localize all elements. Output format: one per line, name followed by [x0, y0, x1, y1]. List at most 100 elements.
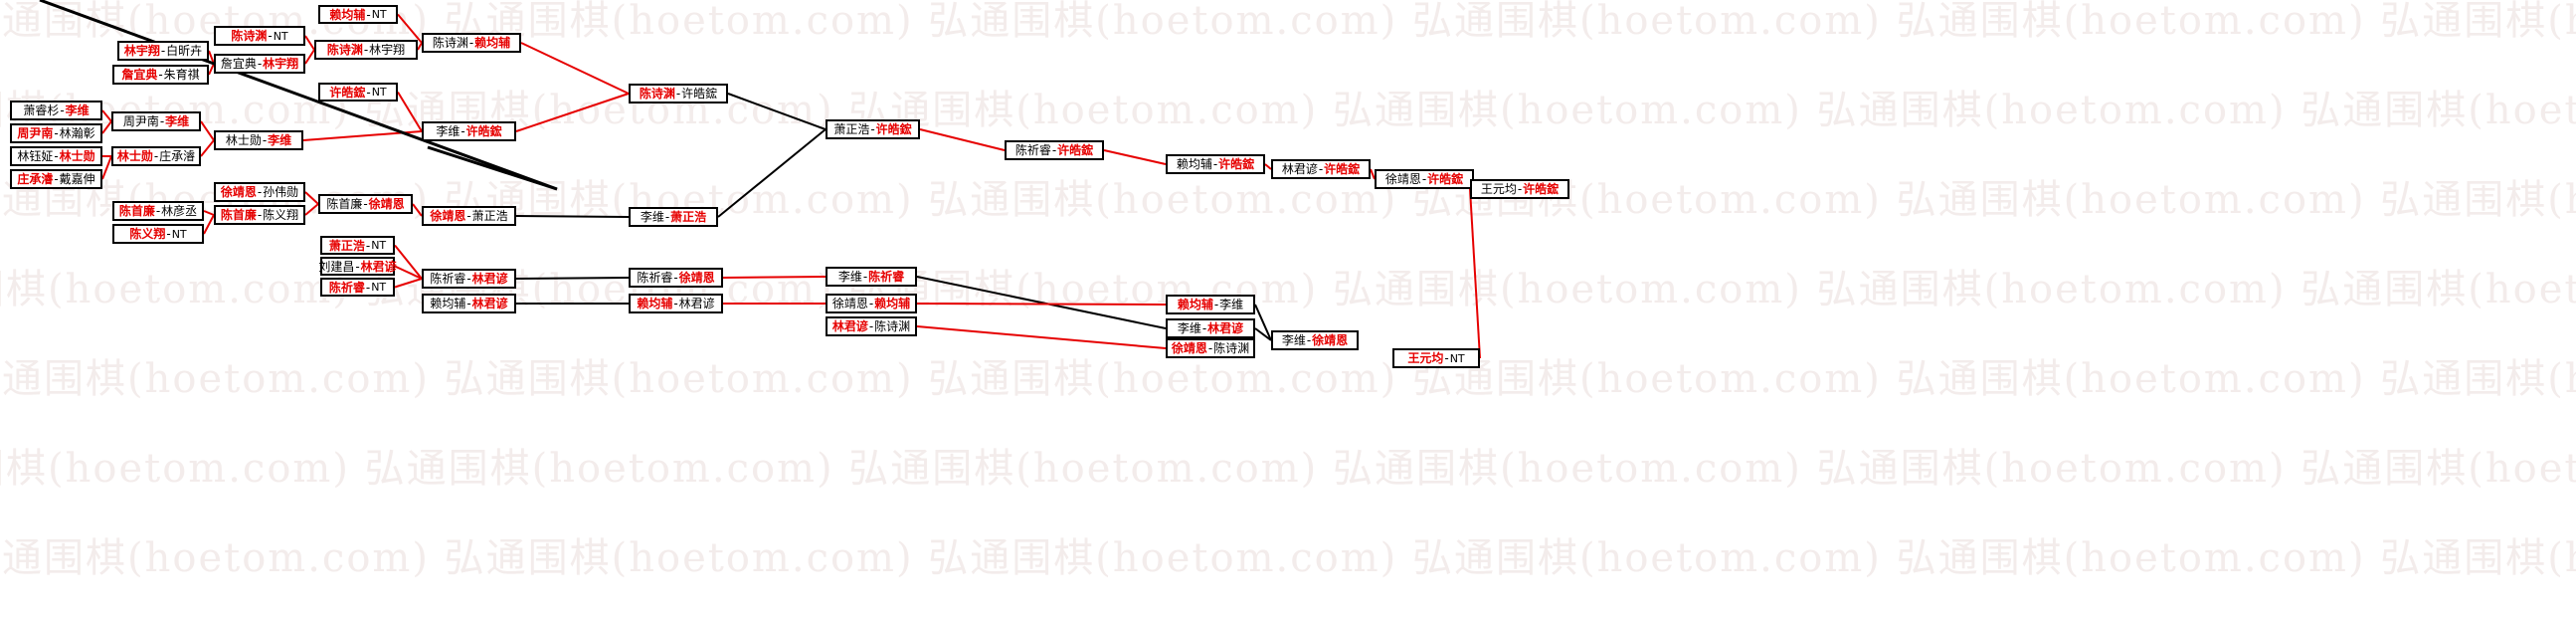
match-node[interactable]: 陈诗渊-林宇翔 [314, 40, 418, 60]
match-node[interactable]: 林君谚-许皓鋐 [1271, 159, 1371, 179]
player-left: 赖均辅 [1176, 157, 1212, 171]
connector-line [101, 155, 112, 180]
match-node[interactable]: 王元均-许皓鋐 [1470, 179, 1569, 199]
connector-line [304, 191, 319, 205]
match-node[interactable]: 陈诗渊-许皓鋐 [629, 84, 728, 103]
match-node[interactable]: 陈首廉-徐靖恩 [318, 194, 413, 214]
connector-line [394, 244, 423, 280]
player-right: 陈义翔 [263, 208, 299, 222]
player-right: 林宇翔 [263, 57, 299, 71]
player-right-bye: NT [171, 227, 187, 241]
player-right: 徐靖恩 [1312, 333, 1349, 347]
player-left: 李维 [1177, 321, 1201, 335]
match-node[interactable]: 林钰姃-林士勋 [10, 146, 102, 166]
match-node[interactable]: 林士勋-庄承濬 [111, 146, 201, 166]
match-node[interactable]: 徐靖恩-赖均辅 [826, 294, 917, 313]
match-node[interactable]: 徐靖恩-陈诗渊 [1166, 338, 1255, 358]
vs-separator: - [1421, 172, 1427, 186]
match-node[interactable]: 王元均-NT [1392, 348, 1480, 368]
match-node[interactable]: 赖均辅-NT [318, 5, 398, 24]
match-node[interactable]: 李维-许皓鋐 [422, 121, 516, 141]
player-right: 陈诗渊 [1213, 341, 1250, 355]
player-right: 林士勋 [59, 149, 95, 163]
vs-separator: - [1444, 351, 1449, 365]
connector-line [515, 215, 630, 218]
match-node[interactable]: 周尹南-李维 [111, 111, 201, 131]
player-right: 林君谚 [471, 272, 508, 286]
vs-separator: - [466, 272, 471, 286]
match-node[interactable]: 詹宜典-林宇翔 [214, 54, 305, 74]
match-node[interactable]: 陈诗渊-赖均辅 [422, 33, 521, 53]
vs-separator: - [365, 238, 371, 253]
match-node[interactable]: 萧正浩-NT [320, 236, 395, 255]
player-left: 庄承濬 [17, 172, 54, 186]
match-node[interactable]: 陈祈睿-徐靖恩 [629, 268, 723, 288]
match-node[interactable]: 陈祈睿-林君谚 [422, 269, 516, 289]
match-node[interactable]: 许皓鋐-NT [318, 83, 398, 102]
match-node[interactable]: 庄承濬-戴嘉伸 [10, 169, 102, 189]
player-right: 徐靖恩 [678, 271, 715, 285]
player-left: 陈祈睿 [328, 280, 365, 295]
player-left: 陈诗渊 [432, 36, 468, 50]
player-right: 林瀚彰 [59, 126, 95, 140]
player-left: 赖均辅 [1177, 298, 1213, 311]
player-right-bye: NT [371, 8, 387, 21]
vs-separator: - [1207, 341, 1213, 355]
player-right: 萧正浩 [471, 209, 508, 223]
player-left: 詹宜典 [121, 68, 158, 82]
match-node[interactable]: 陈首廉-林彦丞 [112, 201, 204, 221]
player-left: 林君谚 [831, 319, 868, 333]
connector-line [397, 13, 423, 44]
vs-separator: - [675, 87, 681, 101]
player-left: 萧睿杉 [23, 103, 60, 117]
match-node[interactable]: 赖均辅-林君谚 [422, 294, 516, 313]
vs-separator: - [365, 280, 371, 295]
vs-separator: - [868, 319, 874, 333]
match-node[interactable]: 徐靖恩-萧正浩 [422, 206, 516, 226]
match-node[interactable]: 林君谚-陈诗渊 [826, 316, 917, 336]
player-right: 孙伟勋 [263, 185, 299, 199]
match-node[interactable]: 李维-林君谚 [1166, 318, 1255, 338]
match-node[interactable]: 陈诗渊-NT [214, 26, 305, 46]
match-node[interactable]: 陈义翔-NT [112, 224, 204, 244]
vs-separator: - [1213, 298, 1219, 311]
player-left: 林士勋 [116, 149, 153, 163]
vs-separator: - [1517, 182, 1523, 196]
match-node[interactable]: 李维-萧正浩 [629, 207, 718, 227]
match-node[interactable]: 李维-陈祈睿 [826, 267, 917, 287]
match-node[interactable]: 萧睿杉-李维 [10, 101, 102, 120]
match-node[interactable]: 陈祈睿-许皓鋐 [1005, 140, 1104, 160]
match-node[interactable]: 赖均辅-林君谚 [629, 294, 723, 313]
player-left: 陈诗渊 [326, 43, 363, 57]
match-node[interactable]: 李维-徐靖恩 [1271, 330, 1359, 350]
vs-separator: - [1306, 333, 1312, 347]
match-node[interactable]: 萧正浩-许皓鋐 [826, 119, 920, 139]
match-node[interactable]: 林士勋-李维 [214, 130, 303, 150]
player-left: 陈首廉 [326, 197, 363, 211]
player-right: 许皓鋐 [1218, 157, 1255, 171]
match-node[interactable]: 林宇翔-白昕卉 [117, 41, 209, 61]
match-node[interactable]: 徐靖恩-许皓鋐 [1375, 169, 1474, 189]
match-node[interactable]: 周尹南-林瀚彰 [10, 123, 102, 143]
player-right-bye: NT [273, 29, 288, 43]
player-right-bye: NT [1449, 351, 1465, 365]
player-left: 赖均辅 [329, 7, 366, 22]
match-node[interactable]: 赖均辅-李维 [1166, 295, 1255, 314]
match-node[interactable]: 刘建昌-林君谚 [318, 257, 397, 276]
match-node[interactable]: 陈首廉-陈义翔 [214, 205, 305, 225]
match-node[interactable]: 陈祈睿-NT [320, 278, 395, 297]
vs-separator: - [363, 197, 368, 211]
connector-line [722, 276, 827, 279]
player-left: 陈诗渊 [231, 29, 268, 43]
vs-separator: - [673, 271, 678, 285]
player-right: 许皓鋐 [1057, 143, 1094, 157]
match-node[interactable]: 徐靖恩-孙伟勋 [214, 182, 305, 202]
connector-line [397, 91, 423, 132]
player-right: 李维 [65, 103, 90, 117]
connector-line [1254, 304, 1272, 341]
player-left: 陈祈睿 [430, 272, 466, 286]
match-node[interactable]: 赖均辅-许皓鋐 [1166, 154, 1265, 174]
connector-line [101, 120, 112, 134]
player-right: 林彦丞 [161, 204, 198, 218]
match-node[interactable]: 詹宜典-朱育祺 [112, 65, 209, 85]
